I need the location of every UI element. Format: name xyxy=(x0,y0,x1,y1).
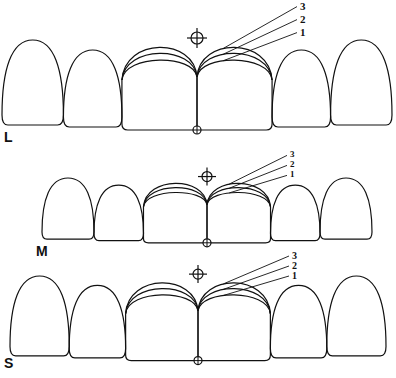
tooth-outline xyxy=(197,311,198,361)
tooth-half xyxy=(197,40,392,130)
leader-line xyxy=(223,276,289,295)
leader-line xyxy=(229,175,287,193)
callout-number: 3 xyxy=(290,150,295,160)
tooth-outline xyxy=(197,60,272,80)
callout-number: 2 xyxy=(292,260,297,271)
crosshair-symbol xyxy=(187,28,207,48)
callout-number: 3 xyxy=(292,250,297,261)
tooth-outline xyxy=(272,50,331,127)
tooth-row xyxy=(42,178,372,243)
tooth-outline xyxy=(143,192,207,206)
leader-line xyxy=(229,165,287,188)
callout-number: 2 xyxy=(290,160,295,170)
tooth-outline xyxy=(206,205,207,243)
callout-number: 1 xyxy=(300,26,306,38)
tooth-outline xyxy=(207,207,271,243)
tooth-outline xyxy=(196,77,197,130)
tooth-outline xyxy=(331,40,392,125)
tooth-outline xyxy=(94,185,144,240)
tooth-outline xyxy=(126,295,198,314)
midline-marker xyxy=(203,239,211,247)
tooth-outline xyxy=(143,183,207,206)
tooth-outline xyxy=(320,178,372,239)
tooth-outline xyxy=(198,295,270,314)
tooth-half xyxy=(10,276,198,361)
tooth-outline xyxy=(271,185,321,240)
tooth-half xyxy=(2,40,197,130)
tooth-outline xyxy=(197,80,272,130)
tooth-outline xyxy=(206,205,207,243)
leader-line xyxy=(223,7,297,49)
callout-number: 1 xyxy=(292,270,297,281)
tooth-outline xyxy=(327,276,386,356)
tooth-outline xyxy=(207,192,271,206)
tooth-outline xyxy=(270,285,326,357)
tooth-outline xyxy=(122,47,197,80)
callout-number: 1 xyxy=(290,170,295,180)
tooth-outline xyxy=(126,283,198,314)
tooth-outline xyxy=(63,50,122,127)
tooth-outline xyxy=(196,77,197,130)
callout-number: 2 xyxy=(300,13,306,25)
callout-number: 3 xyxy=(300,0,306,12)
tooth-outline xyxy=(143,207,207,243)
row-label: S xyxy=(4,356,13,371)
crosshair-symbol xyxy=(189,265,207,283)
crosshair-symbol xyxy=(198,168,216,186)
tooth-row xyxy=(10,276,386,361)
tooth-outline xyxy=(10,276,69,356)
tooth-outline xyxy=(198,283,270,314)
tooth-outline xyxy=(207,183,271,206)
row-label: M xyxy=(36,244,48,259)
tooth-outline xyxy=(126,314,198,361)
tooth-outline xyxy=(122,80,197,130)
leader-line xyxy=(223,33,297,61)
leader-line xyxy=(229,155,287,184)
tooth-outline xyxy=(2,40,63,125)
tooth-half xyxy=(42,178,207,243)
tooth-outline xyxy=(197,311,198,361)
midline-marker xyxy=(193,126,201,134)
row-label: L xyxy=(4,130,13,145)
tooth-outline xyxy=(42,178,94,239)
tooth-row xyxy=(2,40,392,130)
tooth-outline xyxy=(198,314,270,361)
tooth-outline xyxy=(122,60,197,80)
tooth-outline xyxy=(69,285,125,357)
midline-marker xyxy=(194,357,202,365)
tooth-outline xyxy=(197,47,272,80)
